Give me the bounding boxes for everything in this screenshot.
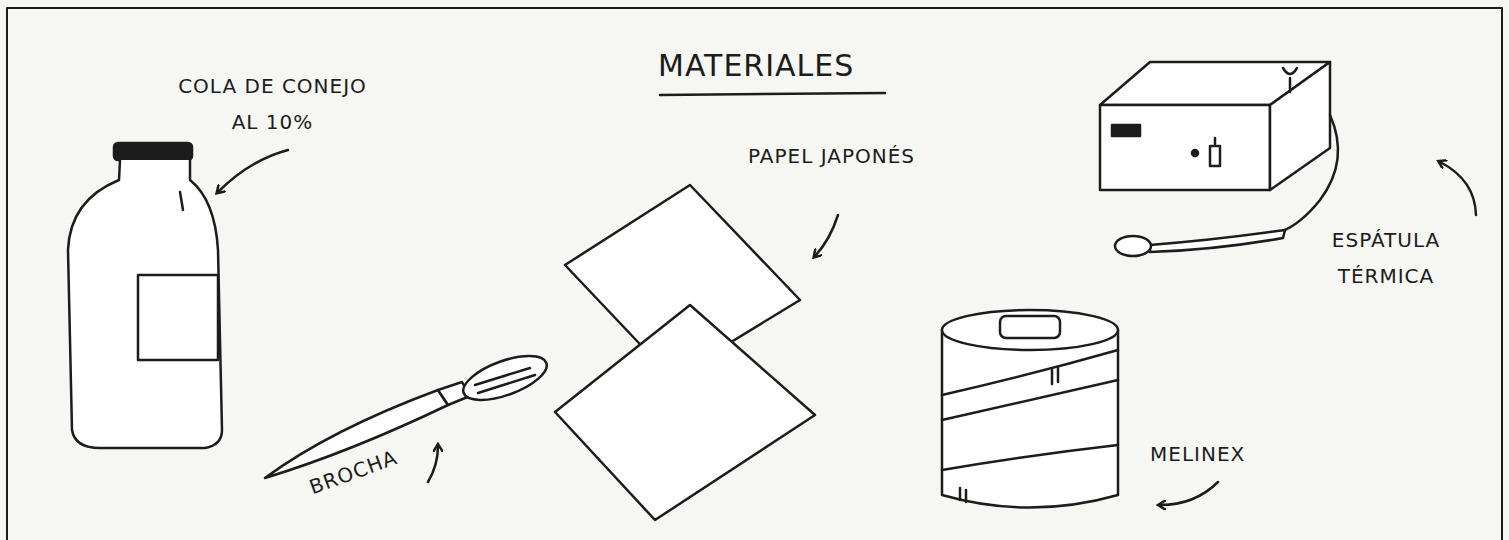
material-label: COLA DE CONEJO AL 10% [165, 68, 380, 140]
title: MATERIALES [658, 48, 854, 84]
material-label: ESPÁTULA TÉRMICA [1300, 222, 1472, 294]
material-label: PAPEL JAPONÉS [748, 138, 918, 174]
material-label: MELINEX [1150, 436, 1245, 472]
